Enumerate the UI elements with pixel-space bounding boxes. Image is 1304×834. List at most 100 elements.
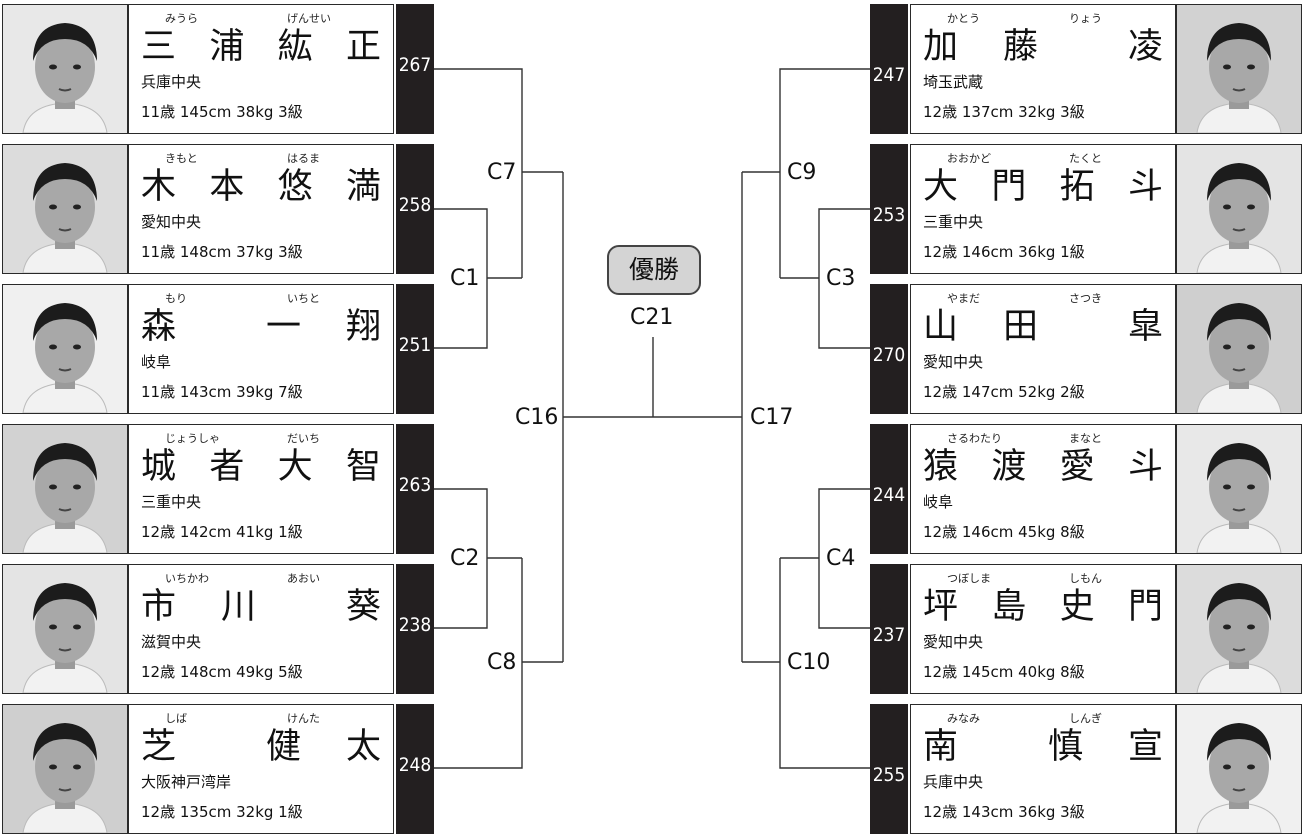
player-number: 247 [872,64,906,86]
name-char: 木 [141,167,177,207]
furigana-given-name: げんせい [287,12,331,25]
player-info: しば けんた 芝 健 太 大阪神戸湾岸 12歳 135cm 32kg 1級 [128,704,394,834]
name-char: 芝 [141,727,177,767]
name-char: 本 [209,167,245,207]
player-number: 238 [398,614,432,636]
player-info: かとう りょう 加 藤 凌 埼玉武蔵 12歳 137cm 32kg 3級 [910,4,1176,134]
player-stats: 12歳 145cm 40kg 8級 [923,663,1085,681]
player-name: 芝 健 太 [141,725,381,769]
player-info: いちかわ あおい 市 川 葵 滋賀中央 12歳 148cm 49kg 5級 [128,564,394,694]
furigana-family-name: みうら [165,12,198,25]
furigana-given-name: たくと [1069,152,1102,165]
player-number-block: 248 [396,704,434,834]
player-info: じょうしゃ だいち 城 者 大 智 三重中央 12歳 142cm 41kg 1級 [128,424,394,554]
player-stats: 12歳 137cm 32kg 3級 [923,103,1085,121]
name-char: 悠 [277,167,313,207]
furigana-given-name: しんぎ [1069,712,1102,725]
player-prefecture: 岐阜 [923,493,954,511]
furigana: やまだ さつき [911,290,1175,305]
player-card: みうら げんせい 三 浦 紘 正 兵庫中央 11歳 145cm 38kg 3級 … [2,4,434,134]
name-char: 島 [991,587,1027,627]
player-photo [2,564,128,694]
player-number-block: 270 [870,284,908,414]
player-info: おおかど たくと 大 門 拓 斗 三重中央 12歳 146cm 36kg 1級 [910,144,1176,274]
portrait-graphic [3,145,127,273]
name-char: 市 [141,587,177,627]
player-card: かとう りょう 加 藤 凌 埼玉武蔵 12歳 137cm 32kg 3級 247 [870,4,1302,134]
match-label-c9: C9 [787,160,817,185]
player-card: おおかど たくと 大 門 拓 斗 三重中央 12歳 146cm 36kg 1級 … [870,144,1302,274]
player-prefecture: 愛知中央 [141,213,202,231]
furigana-family-name: おおかど [947,152,991,165]
furigana-family-name: しば [165,712,187,725]
furigana-given-name: まなと [1069,432,1102,445]
furigana-given-name: だいち [287,432,320,445]
furigana: しば けんた [129,710,393,725]
furigana-family-name: さるわたり [947,432,1002,445]
player-prefecture: 滋賀中央 [141,633,202,651]
name-char: 史 [1059,587,1095,627]
name-char: 森 [141,307,177,347]
player-info: さるわたり まなと 猿 渡 愛 斗 岐阜 12歳 146cm 45kg 8級 [910,424,1176,554]
name-char: 山 [923,307,959,347]
portrait-graphic [3,5,127,133]
furigana: みなみ しんぎ [911,710,1175,725]
player-stats: 11歳 143cm 39kg 7級 [141,383,303,401]
player-info: みなみ しんぎ 南 慎 宣 兵庫中央 12歳 143cm 36kg 3級 [910,704,1176,834]
player-number: 270 [872,344,906,366]
player-photo [1176,564,1302,694]
player-photo [1176,704,1302,834]
player-card: いちかわ あおい 市 川 葵 滋賀中央 12歳 148cm 49kg 5級 23… [2,564,434,694]
player-number-block: 258 [396,144,434,274]
player-number-block: 267 [396,4,434,134]
portrait-graphic [3,285,127,413]
furigana-given-name: いちと [287,292,320,305]
name-char: 門 [991,167,1027,207]
player-number-block: 255 [870,704,908,834]
player-number: 251 [398,334,432,356]
match-label-c7: C7 [487,160,517,185]
portrait-graphic [1177,425,1301,553]
player-number-block: 244 [870,424,908,554]
player-prefecture: 兵庫中央 [923,773,984,791]
name-char: 渡 [991,447,1027,487]
furigana: いちかわ あおい [129,570,393,585]
player-card: みなみ しんぎ 南 慎 宣 兵庫中央 12歳 143cm 36kg 3級 255 [870,704,1302,834]
player-number: 263 [398,474,432,496]
name-char: 大 [923,167,959,207]
player-name: 猿 渡 愛 斗 [923,445,1163,489]
name-char: 藤 [1003,27,1039,67]
player-name: 大 門 拓 斗 [923,165,1163,209]
player-number: 248 [398,754,432,776]
player-number-block: 253 [870,144,908,274]
player-name: 南 慎 宣 [923,725,1163,769]
name-char: 紘 [277,27,313,67]
furigana-given-name: しもん [1069,572,1102,585]
furigana: きもと はるま [129,150,393,165]
final-match-label: C21 [630,305,674,330]
player-name: 山 田 皐 [923,305,1163,349]
player-photo [2,284,128,414]
player-stats: 12歳 143cm 36kg 3級 [923,803,1085,821]
name-char: 浦 [209,27,245,67]
player-name: 加 藤 凌 [923,25,1163,69]
match-label-c17: C17 [750,405,794,430]
player-photo [2,424,128,554]
name-char: 田 [1003,307,1039,347]
name-char: 愛 [1059,447,1095,487]
player-number-block: 238 [396,564,434,694]
name-char: 翔 [345,307,381,347]
furigana: おおかど たくと [911,150,1175,165]
furigana: もり いちと [129,290,393,305]
name-char: 者 [209,447,245,487]
player-photo [1176,424,1302,554]
player-stats: 12歳 146cm 36kg 1級 [923,243,1085,261]
name-char: 南 [923,727,959,767]
portrait-graphic [1177,565,1301,693]
name-char: 三 [141,27,177,67]
match-label-c2: C2 [450,546,480,571]
furigana-given-name: さつき [1069,292,1102,305]
portrait-graphic [1177,705,1301,833]
player-number: 237 [872,624,906,646]
player-prefecture: 三重中央 [141,493,202,511]
